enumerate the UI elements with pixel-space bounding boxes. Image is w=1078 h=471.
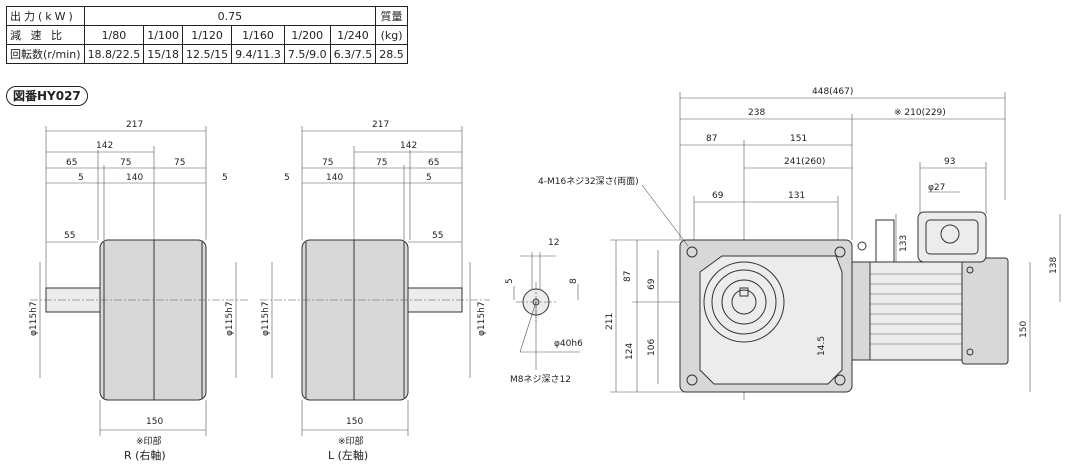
dim-8: 8: [569, 278, 579, 284]
dim-55: 55: [64, 231, 75, 241]
dim-211v: 211: [605, 313, 615, 330]
motor-flange: [851, 261, 871, 361]
output-flange: [711, 269, 777, 335]
mark-note: ※印部: [338, 435, 364, 447]
dia-label: φ115h7: [477, 301, 487, 336]
dim-5: 5: [284, 173, 290, 183]
dim-142: 142: [96, 141, 113, 151]
dim-217: 217: [372, 120, 389, 130]
dim-138v: 138: [1049, 257, 1059, 274]
dim-65: 65: [428, 158, 439, 168]
dim-93: 93: [944, 157, 955, 167]
gear-housing: [301, 239, 409, 401]
dim-150: 150: [146, 417, 163, 427]
motor-body: [869, 261, 971, 361]
speed-cell: 7.5/9.0: [283, 44, 331, 64]
motor-fins: [870, 273, 970, 345]
dim-87: 87: [706, 134, 717, 144]
bolt-hole: [834, 246, 846, 258]
dim-217: 217: [126, 120, 143, 130]
dim-140: 140: [126, 173, 143, 183]
dim-14-5v: 14.5: [817, 336, 827, 356]
tap-note: 4-M16ネジ32深さ(両面): [538, 176, 639, 187]
dim-12: 12: [548, 238, 559, 248]
ratio-cell: 1/240: [329, 25, 377, 45]
dia-label: φ115h7: [261, 301, 271, 336]
tap-note: M8ネジ深さ12: [510, 374, 571, 385]
dim-87v: 87: [623, 271, 633, 282]
mass-value: 28.5: [375, 44, 408, 64]
front-view: 448(467) 238 ※ 210(229) 87 151 241(260) …: [538, 87, 1061, 400]
dim-150v: 150: [1019, 321, 1029, 338]
dim-75: 75: [322, 158, 333, 168]
ratio-cell: 1/80: [83, 25, 145, 45]
dim-151: 151: [790, 134, 807, 144]
speed-cell: 12.5/15: [181, 44, 233, 64]
view-l: 217 142 75 75 65 5 140 5 55 150 φ115h7 φ…: [260, 120, 490, 462]
dim-75: 75: [120, 158, 131, 168]
bolt-hole: [834, 374, 846, 386]
dim-106v: 106: [647, 339, 657, 356]
dim-133v: 133: [899, 235, 909, 252]
dim-238: 238: [748, 108, 765, 118]
dim-55: 55: [432, 231, 443, 241]
speed-cell: 9.4/11.3: [231, 44, 285, 64]
dia-label: φ115h7: [29, 301, 39, 336]
shaft-detail: 12 5 8 φ40h6 M8ネジ深さ12: [505, 238, 583, 385]
gear-housing: [99, 239, 207, 401]
dim-448: 448(467): [812, 87, 853, 97]
caption-r: R (右軸): [124, 448, 166, 462]
dia-label: φ40h6: [554, 339, 583, 349]
bolt-hole: [686, 246, 698, 258]
dim-5: 5: [78, 173, 84, 183]
dim-69v: 69: [647, 278, 657, 290]
dim-142: 142: [400, 141, 417, 151]
dim-5: 5: [222, 173, 228, 183]
dim-5: 5: [426, 173, 432, 183]
spec-table: 出力(kW) 0.75 質量 減 速 比 1/80 1/100 1/120 1/…: [6, 6, 408, 64]
figure-label: 図番HY027: [6, 86, 88, 106]
mark-note: ※印部: [136, 435, 162, 447]
dim-150: 150: [346, 417, 363, 427]
dim-124v: 124: [625, 343, 635, 360]
ratio-cell: 1/200: [283, 25, 331, 45]
dim-phi27: φ27: [928, 183, 945, 193]
dim-69: 69: [712, 191, 724, 201]
fan-cover: [961, 257, 1009, 365]
speed-label: 回転数(r/min): [6, 44, 85, 64]
speed-cell: 18.8/22.5: [83, 44, 145, 64]
dim-241: 241(260): [784, 157, 825, 167]
caption-l: L (左軸): [328, 448, 368, 462]
bolt-hole: [686, 374, 698, 386]
dim-75: 75: [376, 158, 387, 168]
dia-label: φ115h7: [225, 301, 235, 336]
dim-75: 75: [174, 158, 185, 168]
dim-140: 140: [326, 173, 343, 183]
dim-131: 131: [788, 191, 805, 201]
dim-65: 65: [66, 158, 77, 168]
view-r: 217 142 65 75 75 5 140 5 55 150 φ115h7 φ…: [29, 120, 250, 462]
terminal-box: [917, 211, 987, 263]
speed-cell: 6.3/7.5: [329, 44, 377, 64]
dim-5: 5: [505, 278, 515, 284]
ratio-cell: 1/100: [143, 25, 183, 45]
dim-210: ※ 210(229): [894, 108, 946, 118]
